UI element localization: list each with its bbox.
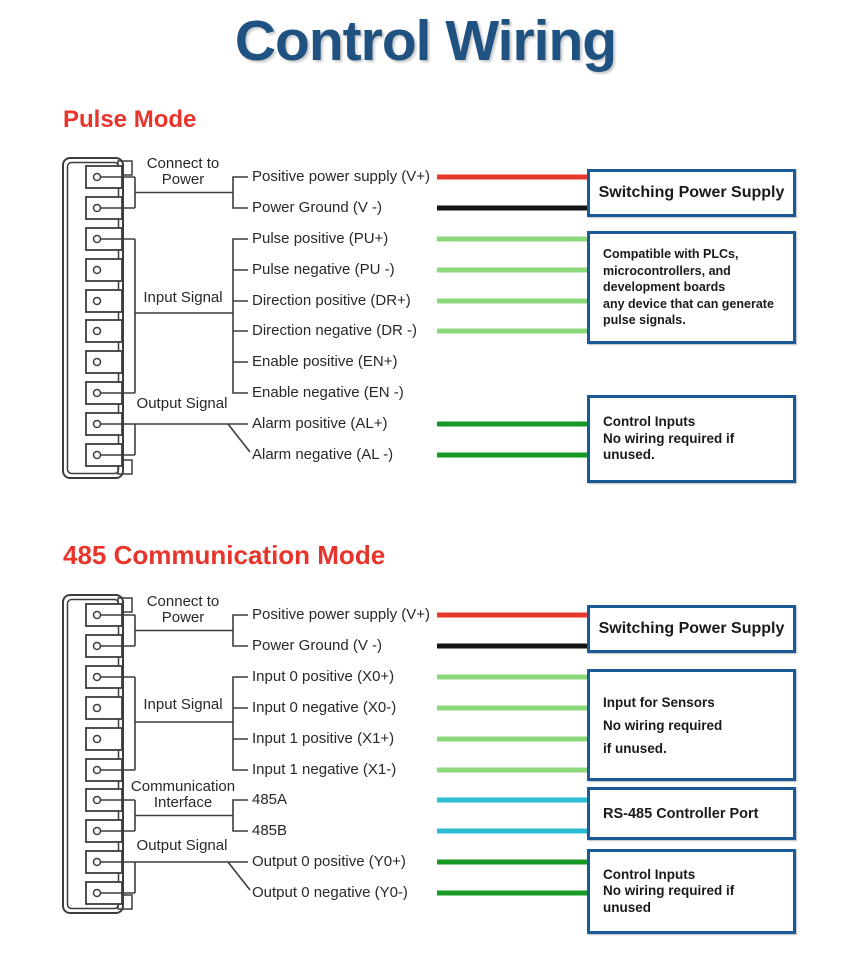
info-box-line: Compatible with PLCs,: [603, 247, 739, 262]
pulse-group-brackets: [134, 176, 251, 455]
signal-label: Pulse positive (PU+): [252, 230, 389, 247]
comm-group-label-output-signal: Output Signal: [136, 837, 228, 854]
info-box-plc-compatibility: Compatible with PLCs, microcontrollers, …: [587, 231, 796, 344]
info-box-line: any device that can generate: [603, 296, 774, 311]
signal-label: Direction positive (DR+): [252, 292, 411, 309]
signal-label: 485B: [252, 822, 288, 839]
group-label-line: Connect to: [146, 155, 220, 172]
comm-connector-10pin: [62, 594, 135, 914]
section-heading-485-mode: 485 Communication Mode: [63, 540, 386, 570]
group-label-line: Connect to: [146, 593, 220, 610]
signal-label: Input 1 negative (X1-): [252, 761, 397, 778]
signal-label: Output 0 negative (Y0-): [252, 884, 408, 901]
signal-label: Power Ground (V -): [252, 637, 383, 654]
signal-label: 485A: [252, 791, 288, 808]
info-box-line: development boards: [603, 280, 726, 295]
signal-label: Enable positive (EN+): [252, 353, 398, 370]
info-box-line: pulse signals.: [603, 313, 686, 328]
signal-label: Positive power supply (V+): [252, 606, 430, 623]
pulse-group-label-power: Connect to Power: [133, 156, 233, 187]
pulse-connector-10pin: [62, 157, 135, 479]
info-box-line: unused.: [603, 447, 655, 463]
comm-group-label-communication-interface: Communication Interface: [118, 779, 248, 810]
comm-group-label-input-signal: Input Signal: [143, 696, 223, 713]
signal-label: Output 0 positive (Y0+): [252, 853, 406, 870]
info-box-switching-power-supply: Switching Power Supply: [587, 605, 796, 653]
info-box-line: No wiring required if: [603, 430, 735, 446]
signal-label: Alarm negative (AL -): [252, 446, 394, 463]
signal-label: Input 0 positive (X0+): [252, 668, 395, 685]
signal-label: Power Ground (V -): [252, 199, 383, 216]
info-box-line: No wiring required if: [603, 883, 735, 899]
page-title: Control Wiring: [234, 9, 617, 73]
comm-group-brackets: [134, 614, 251, 893]
group-label-line: Power: [161, 170, 205, 188]
info-box-control-inputs: Control Inputs No wiring required if unu…: [587, 395, 796, 483]
pulse-wires: [437, 174, 587, 458]
comm-wires: [437, 612, 587, 896]
info-box-line: Control Inputs: [603, 414, 696, 430]
info-box-switching-power-supply: Switching Power Supply: [587, 169, 796, 217]
section-heading-pulse-mode: Pulse Mode: [63, 106, 197, 133]
signal-label: Input 0 negative (X0-): [252, 699, 397, 716]
info-box-line: Control Inputs: [603, 866, 696, 882]
signal-label: Enable negative (EN -): [252, 384, 404, 401]
info-box-line: microcontrollers, and: [603, 263, 731, 278]
group-label-line: Communication: [130, 778, 236, 795]
info-box-input-for-sensors: Input for Sensors No wiring required if …: [587, 669, 796, 781]
info-box-line: Input for Sensors: [603, 694, 715, 710]
signal-label: Input 1 positive (X1+): [252, 730, 395, 747]
signal-label: Positive power supply (V+): [252, 168, 430, 185]
pulse-group-label-input-signal: Input Signal: [143, 289, 223, 306]
pulse-group-label-output-signal: Output Signal: [136, 395, 228, 412]
group-label-line: Interface: [153, 793, 213, 811]
signal-label: Alarm positive (AL+): [252, 415, 388, 432]
info-box-control-inputs: Control Inputs No wiring required if unu…: [587, 849, 796, 934]
info-box-line: unused: [603, 899, 652, 915]
info-box-line: if unused.: [603, 740, 667, 756]
comm-group-label-power: Connect to Power: [133, 594, 233, 625]
group-label-line: Power: [161, 608, 205, 626]
signal-label: Pulse negative (PU -): [252, 261, 395, 278]
info-box-line: No wiring required: [603, 717, 723, 733]
signal-label: Direction negative (DR -): [252, 322, 418, 339]
info-box-rs485-controller-port: RS-485 Controller Port: [587, 787, 796, 840]
